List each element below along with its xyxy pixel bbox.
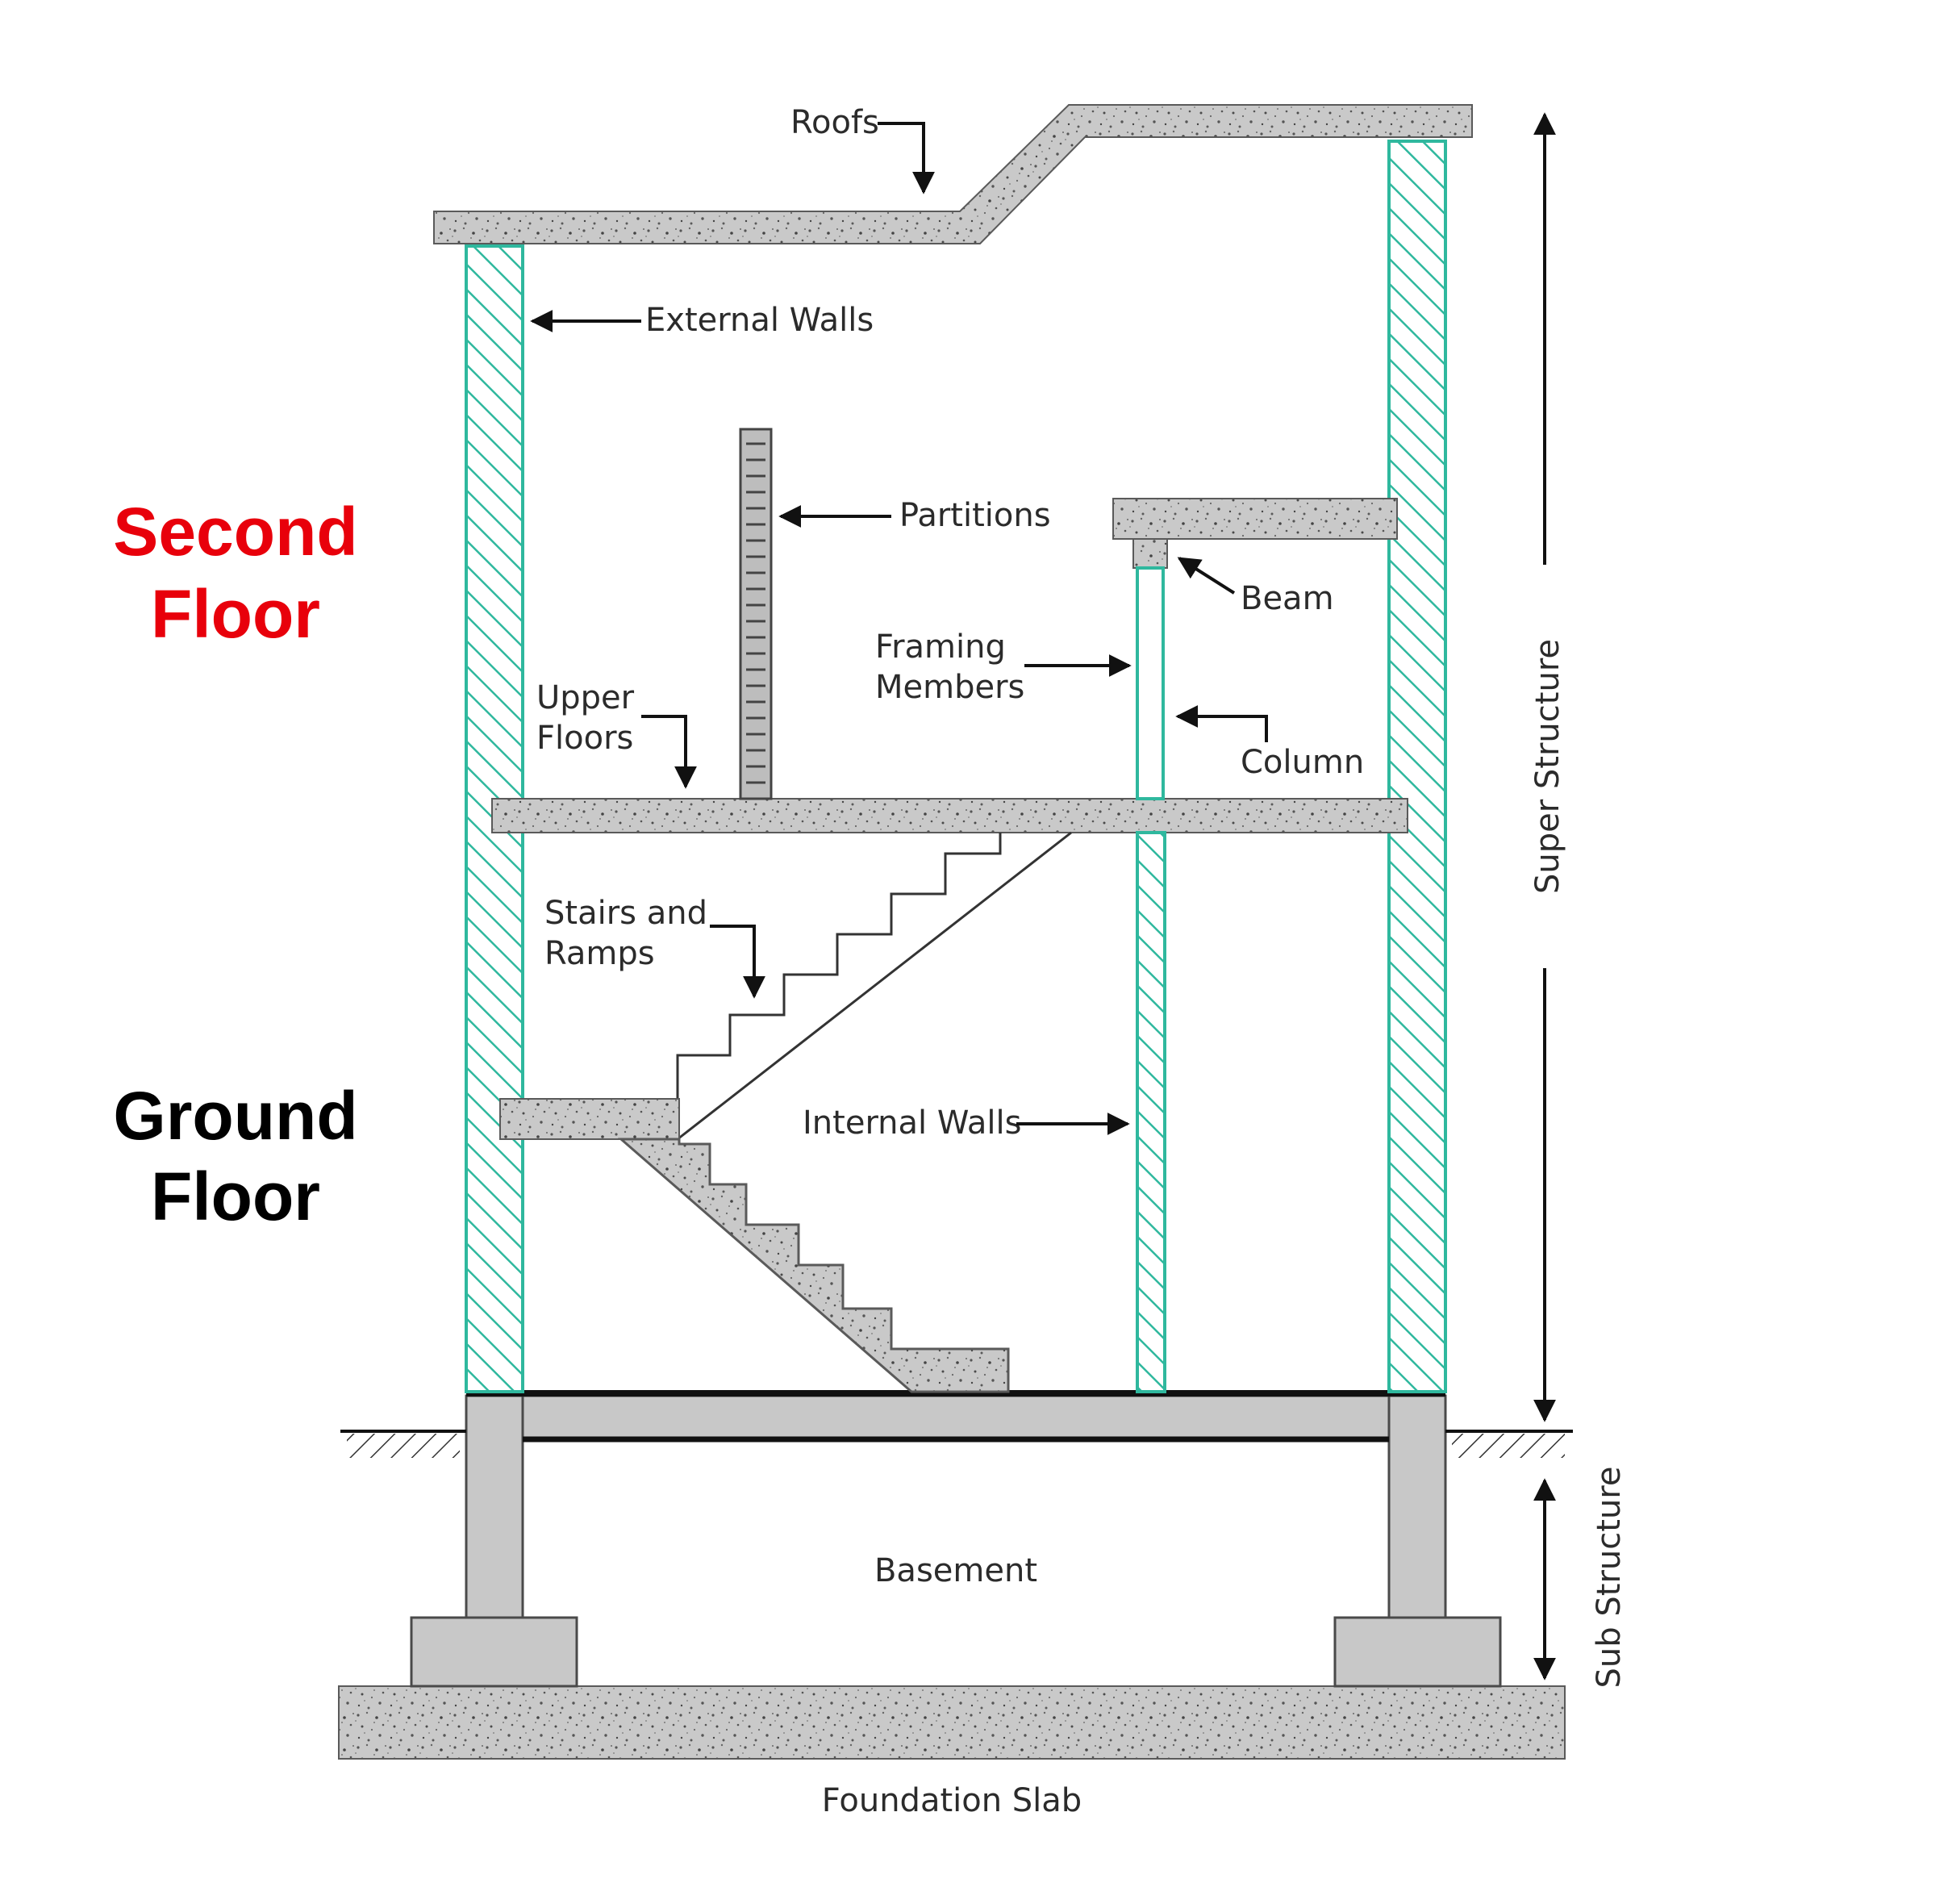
ground-hatch-left xyxy=(347,1434,460,1458)
foundation-slab-label: Foundation Slab xyxy=(822,1782,1082,1819)
ground-floor-label-2: Floor xyxy=(151,1159,320,1234)
sub-structure-label: Sub Structure xyxy=(1591,1467,1628,1689)
super-structure-label: Super Structure xyxy=(1529,639,1566,894)
partition xyxy=(739,428,773,800)
stairs-stringer xyxy=(677,831,1072,1141)
stairs-lower-flight-steps xyxy=(617,1138,1010,1393)
upper-floors-label-1: Upper xyxy=(536,679,635,716)
ground-beam xyxy=(521,1394,1391,1439)
roofs-label: Roofs xyxy=(790,104,879,141)
upper-floors-label-2: Floors xyxy=(536,720,633,757)
stairs-arrow xyxy=(710,925,765,999)
stairs-label-1: Stairs and xyxy=(544,895,707,932)
upper-floors-arrow xyxy=(641,715,697,789)
ground-floor-label-1: Ground xyxy=(113,1078,357,1154)
framing-label-2: Members xyxy=(875,669,1024,706)
column-framing-upper xyxy=(1136,566,1165,800)
partition-texture xyxy=(746,442,765,784)
column-arrow xyxy=(1175,705,1268,742)
stairs-upper-flight xyxy=(676,833,1002,1099)
column-label: Column xyxy=(1241,744,1364,781)
external-wall-right xyxy=(1387,140,1447,1393)
internal-walls-label: Internal Walls xyxy=(803,1104,1021,1142)
external-walls-label: External Walls xyxy=(645,302,874,339)
roof-slab xyxy=(433,104,1473,244)
basement-label: Basement xyxy=(874,1552,1037,1589)
stairs-label-2: Ramps xyxy=(544,935,655,972)
footing-left xyxy=(410,1616,578,1688)
partitions-label: Partitions xyxy=(899,497,1051,534)
beam-slab xyxy=(1112,498,1398,540)
foundation-slab xyxy=(338,1685,1566,1760)
upper-floor-slab xyxy=(491,798,1408,833)
basement-column-left xyxy=(465,1394,524,1619)
second-floor-label-2: Floor xyxy=(151,576,320,652)
roofs-arrow xyxy=(878,122,935,194)
second-floor-label-1: Second xyxy=(113,494,357,570)
beam-label: Beam xyxy=(1241,580,1334,617)
framing-label-1: Framing xyxy=(875,628,1006,666)
footing-right xyxy=(1333,1616,1502,1688)
beam xyxy=(1132,538,1168,569)
ground-hatch-right xyxy=(1452,1434,1565,1458)
beam-arrow xyxy=(1177,557,1236,595)
basement-column-right xyxy=(1387,1394,1447,1619)
stairs-landing xyxy=(499,1098,680,1140)
internal-wall xyxy=(1136,831,1166,1393)
